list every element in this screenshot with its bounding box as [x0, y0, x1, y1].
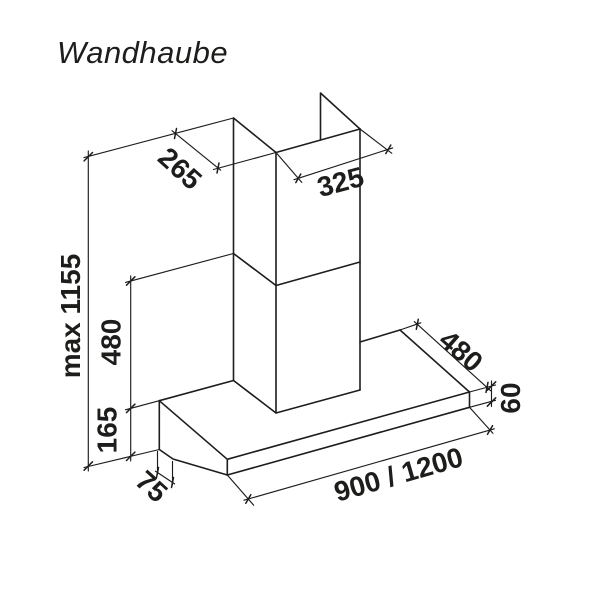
chimney-section-divide — [232, 252, 361, 287]
hood-top-right-edge — [399, 329, 471, 393]
tick-mark — [295, 173, 302, 184]
label-chimney-width: 325 — [314, 161, 367, 203]
chimney-outline — [232, 92, 361, 414]
tick-mark — [170, 476, 175, 489]
tick-mark — [125, 403, 136, 414]
hood-bottom-profile — [158, 448, 229, 476]
tick-mark — [245, 493, 252, 505]
dim-front-edge-height — [468, 380, 497, 408]
hood-back-edge-left — [158, 379, 235, 402]
tick-mark — [485, 381, 489, 394]
label-chimney-lower-section-height: 480 — [96, 319, 127, 366]
dimension-line — [154, 470, 176, 485]
tick-mark — [486, 424, 494, 436]
chimney-top-edges — [232, 117, 361, 154]
chimney-back-panel — [319, 92, 361, 141]
dim-chimney-lower-and-back-height — [124, 252, 235, 462]
tick-mark — [155, 466, 160, 479]
label-hood-front-edge-height: 60 — [495, 382, 526, 413]
dim-hood-width — [226, 406, 495, 506]
dim-chimney-width — [275, 128, 394, 184]
tick-mark — [385, 144, 392, 155]
dim-bottom-depth — [154, 450, 176, 489]
label-hood-depth: 480 — [433, 324, 489, 378]
tick-mark — [216, 162, 220, 174]
dimension-line — [171, 130, 222, 171]
dimension-line — [293, 147, 394, 181]
dimension-line — [413, 321, 492, 392]
tick-mark — [486, 381, 497, 391]
extension-line — [275, 151, 303, 183]
tick-mark — [83, 461, 94, 471]
extension-line — [226, 474, 255, 506]
tick-mark — [125, 451, 136, 462]
page-title: Wandhaube — [57, 35, 228, 70]
chimney-bottom-edges — [232, 379, 361, 414]
dim-max-total-height — [83, 117, 235, 472]
extension-line — [468, 406, 494, 434]
label-hood-back-height: 165 — [92, 407, 123, 454]
extension-line — [83, 448, 160, 469]
extension-line — [83, 117, 235, 159]
dimension-labels: 265 325 max 1155 480 165 75 900 / 1200 4… — [55, 141, 526, 508]
dim-chimney-depth — [171, 127, 277, 174]
hood-top-left-edge — [158, 399, 229, 461]
hood-front-top-edge — [226, 391, 471, 461]
hood-front-bottom-edge — [226, 406, 471, 476]
tick-mark — [173, 127, 178, 140]
tick-mark — [415, 318, 420, 331]
extension-line — [359, 128, 393, 154]
extension-line — [124, 252, 235, 283]
label-chimney-depth: 265 — [152, 141, 207, 195]
tick-mark — [125, 276, 136, 286]
dimension-lines — [83, 117, 497, 506]
tick-mark — [486, 397, 497, 407]
label-hood-width: 900 / 1200 — [331, 441, 467, 507]
dimension-line — [243, 428, 495, 501]
label-max-total-height: max 1155 — [55, 254, 86, 379]
label-hood-bottom-back-depth: 75 — [130, 465, 174, 509]
extension-line — [212, 151, 277, 171]
hood-body-outline — [158, 329, 471, 476]
tick-mark — [83, 151, 94, 162]
hood-back-edge-right — [359, 329, 401, 343]
